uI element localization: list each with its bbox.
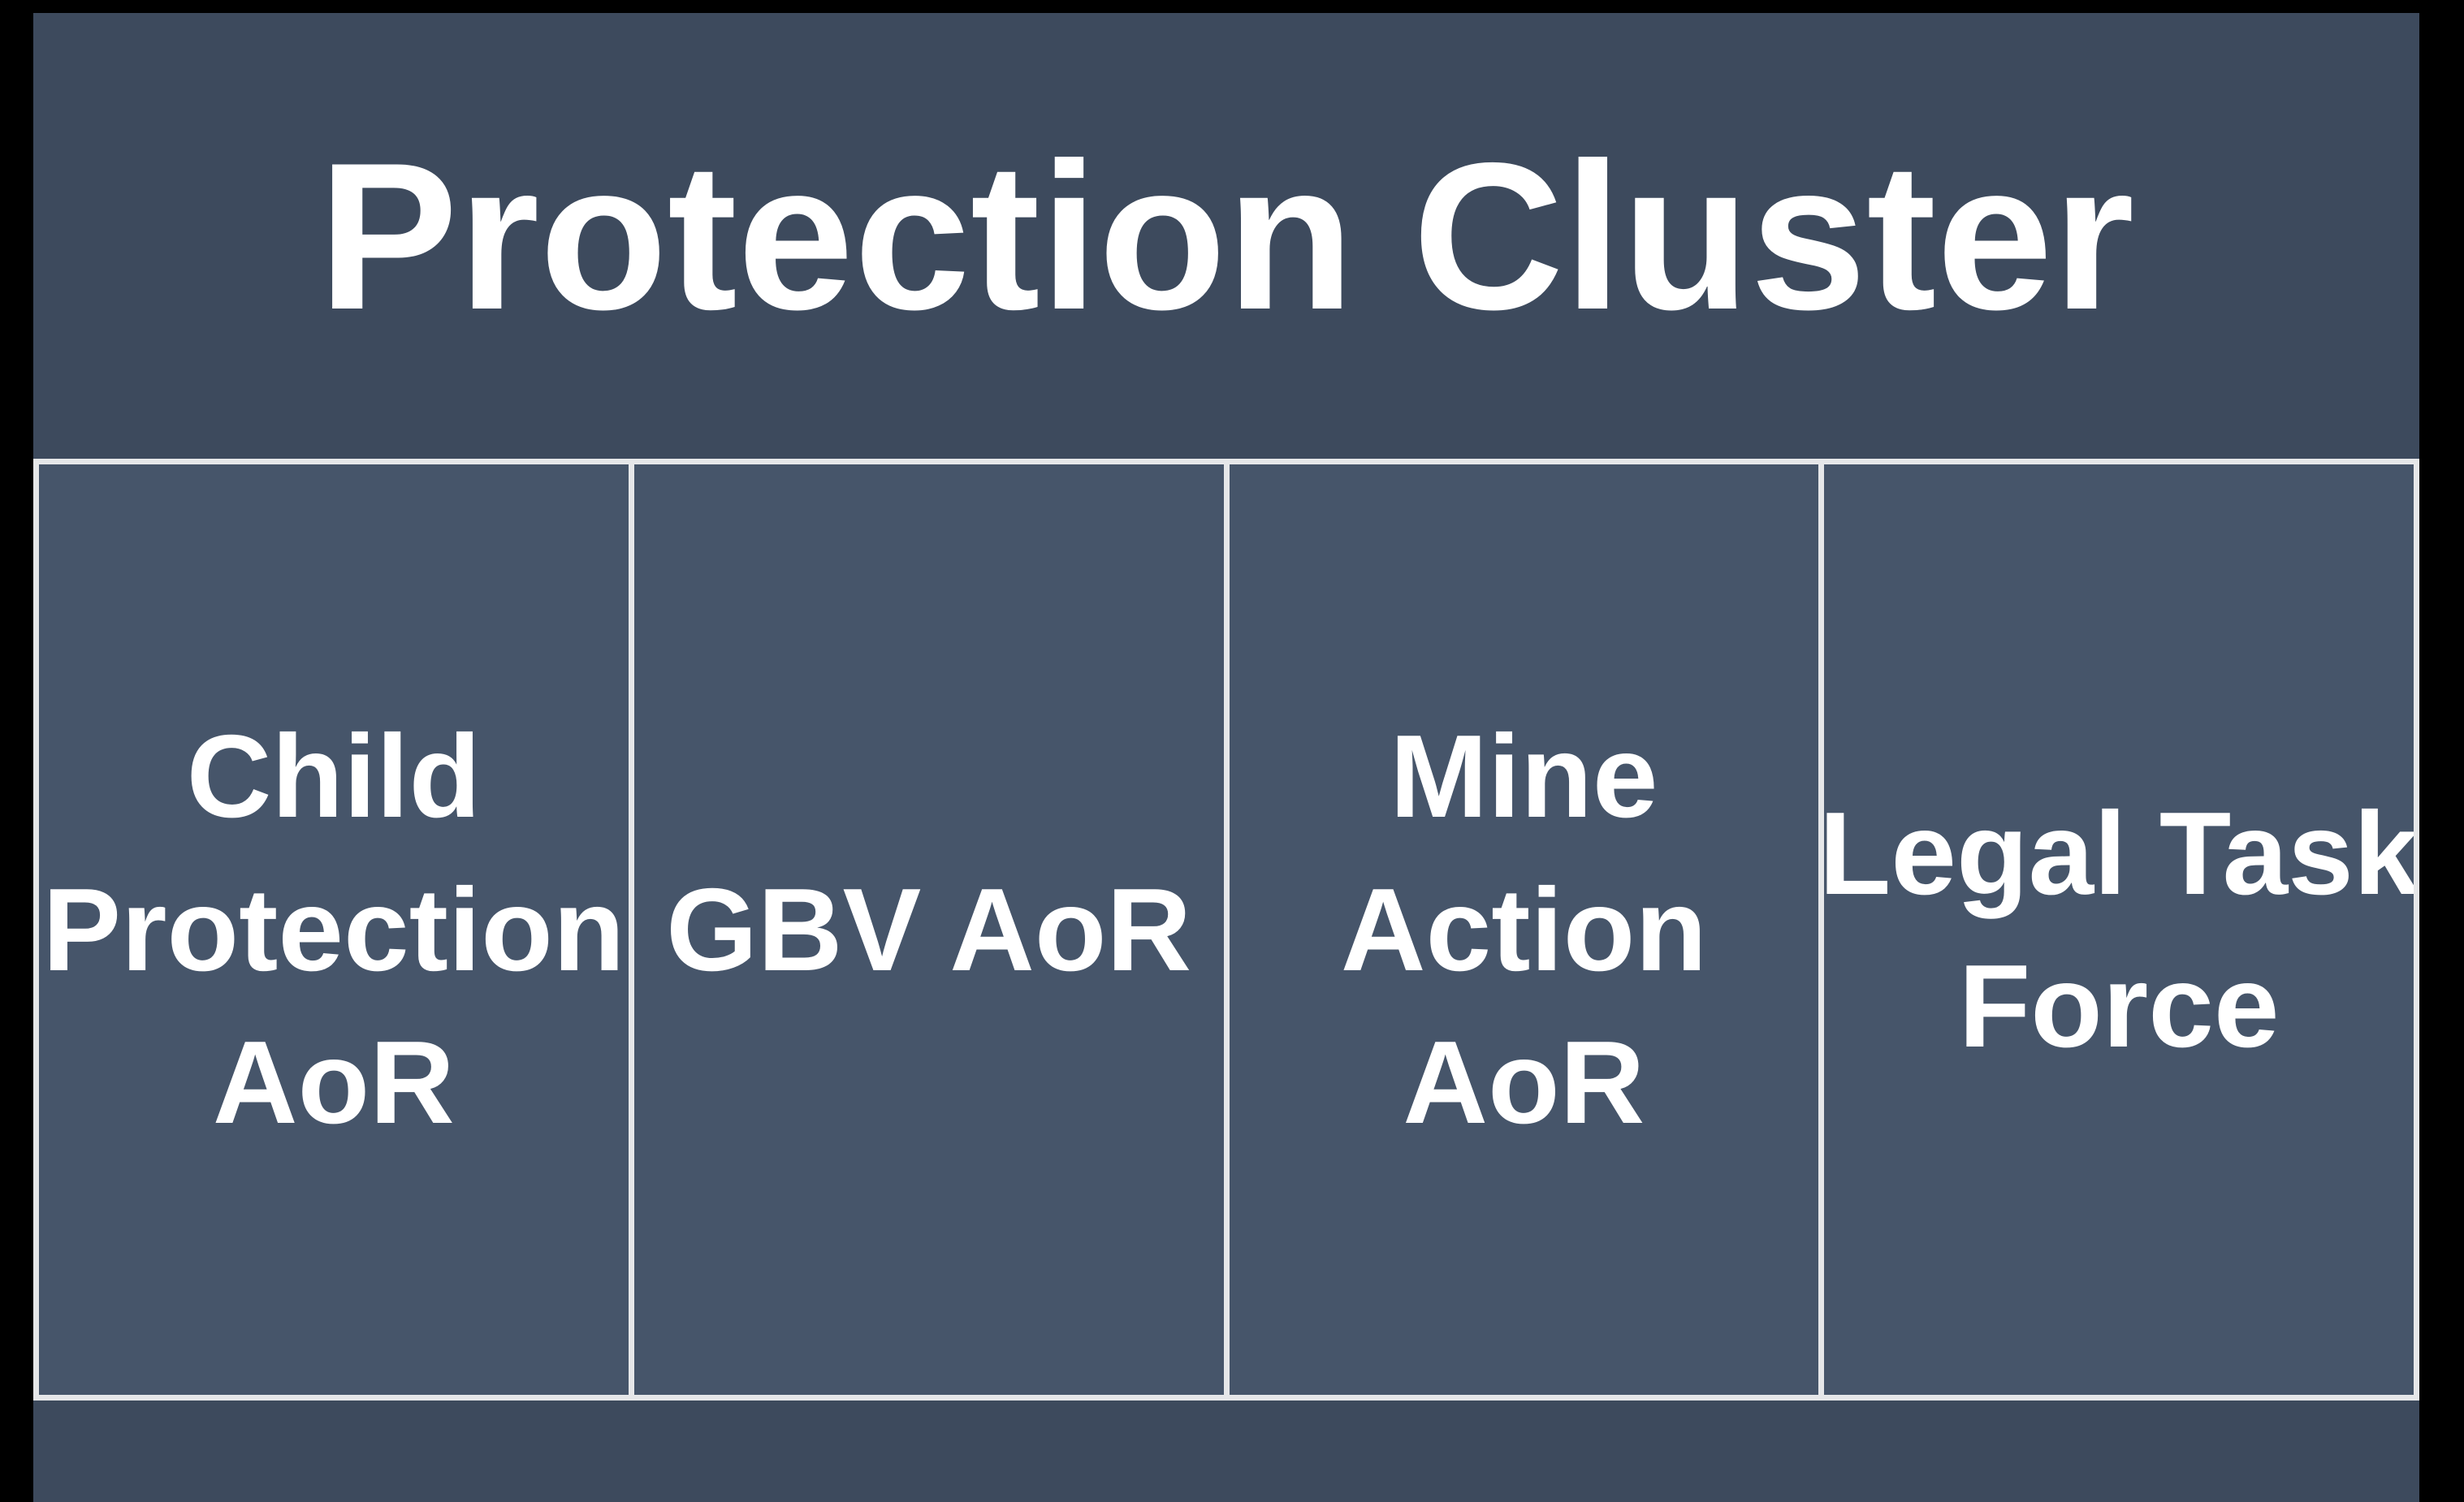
- bottom-band: [33, 1401, 2419, 1502]
- cell-line: Legal Task: [1824, 787, 2414, 919]
- cell-line: Protection: [42, 863, 625, 995]
- cell-label: Mine Action AoR: [1341, 700, 1707, 1159]
- aor-table: Child Protection AoR GBV AoR Mine Action…: [33, 459, 2419, 1401]
- cell-line: Mine: [1390, 710, 1658, 843]
- cell-legal-task-force: Legal Task Force: [1824, 464, 2414, 1395]
- cell-line: Force: [1958, 940, 2280, 1072]
- cell-line: AoR: [1403, 1016, 1645, 1149]
- cell-mine-action-aor: Mine Action AoR: [1229, 464, 1819, 1395]
- cell-line: GBV AoR: [666, 863, 1192, 995]
- page-title: Protection Cluster: [318, 119, 2135, 353]
- cell-label: Legal Task Force: [1824, 777, 2414, 1083]
- cell-gbv-aor: GBV AoR: [633, 464, 1224, 1395]
- cell-child-protection-aor: Child Protection AoR: [39, 464, 629, 1395]
- cell-line: Child: [186, 710, 482, 843]
- cell-label: Child Protection AoR: [42, 700, 625, 1159]
- cell-line: AoR: [212, 1016, 455, 1149]
- protection-cluster-panel: Protection Cluster Child Protection AoR …: [33, 13, 2419, 1502]
- cell-line: Action: [1340, 863, 1707, 995]
- cell-label: GBV AoR: [666, 853, 1191, 1007]
- header-band: Protection Cluster: [33, 13, 2419, 459]
